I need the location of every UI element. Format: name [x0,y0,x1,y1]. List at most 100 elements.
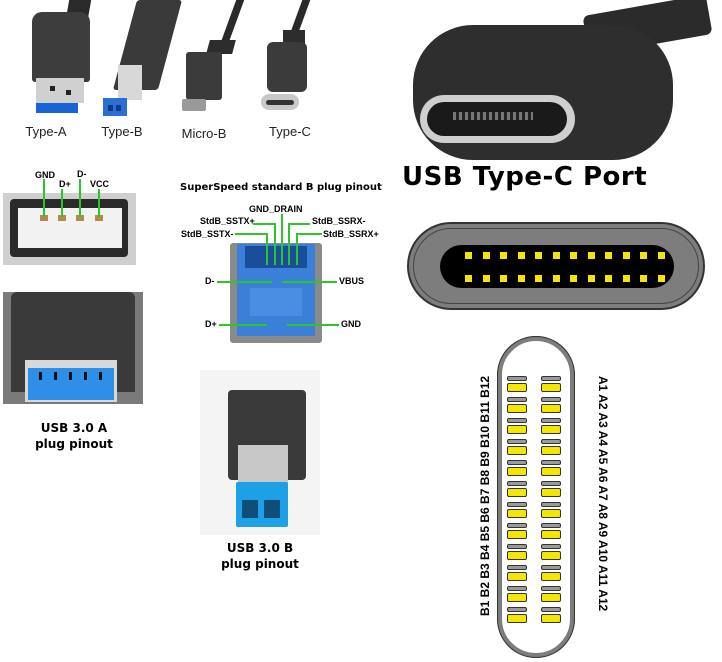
type-c-pin [507,383,527,392]
type-c-pin [507,614,527,623]
type-c-pin-gap [507,586,527,591]
pin-label-gnd-drain: GND_DRAIN [249,204,303,214]
type-c-pin [541,404,561,413]
type-c-pin [622,252,630,259]
pin-label-gnd-b: GND [341,319,361,329]
type-c-pin [640,275,647,282]
type-c-pin [541,467,561,476]
type-c-pin [605,275,612,282]
type-c-pin [541,551,561,560]
type-c-pin [622,275,630,282]
type-b-label: Type-B [101,124,143,139]
type-c-pin [541,488,561,497]
type-c-pin [465,252,472,259]
type-c-pin [657,252,665,259]
type-c-pin-gap [507,502,527,507]
type-c-vertical-pins [505,376,569,626]
usb30-a-caption-line2: plug pinout [35,437,113,451]
type-c-pin-gap [507,607,527,612]
type-c-pin-gap [507,418,527,423]
type-c-pin [587,252,595,259]
type-a-connector [22,0,102,125]
type-c-pin [500,275,507,282]
type-c-label: Type-C [269,124,311,139]
type-c-pin [507,572,527,581]
type-c-pin [507,509,527,518]
type-c-pin [541,572,561,581]
type-c-receptacle-front [407,222,707,312]
type-c-pin [570,275,577,282]
type-c-pin [541,614,561,623]
type-c-pin-gap [541,397,561,402]
type-c-pin [541,383,561,392]
type-c-pin [535,275,542,282]
pin-label-dplus: D+ [59,179,71,189]
type-c-pin [535,252,542,259]
pin-label-ssrx-plus: StdB_SSRX+ [323,229,379,239]
type-c-pin [507,425,527,434]
type-c-pin-gap [507,544,527,549]
type-c-pin-gap [541,376,561,381]
type-c-pin [541,425,561,434]
type-c-pin [541,530,561,539]
pin-label-gnd: GND [35,170,55,180]
usb30-b-caption-line2: plug pinout [221,557,299,571]
type-b-connector [100,0,183,125]
type-c-pin-gap [507,376,527,381]
type-a-label: Type-A [25,124,67,139]
type-c-pin [482,252,490,259]
type-c-front-pins [465,252,665,282]
type-c-pin-gap [541,439,561,444]
type-c-pin-gap [541,586,561,591]
pin-label-dminus: D- [77,169,87,179]
type-c-pin [541,509,561,518]
superspeed-b-title: SuperSpeed standard B plug pinout [180,182,382,193]
usb30-a-plug-photo [3,292,143,404]
pin-label-d-minus: D- [205,276,215,286]
type-c-pin-gap [507,523,527,528]
pin-label-vcc: VCC [90,179,110,189]
micro-b-label: Micro-B [181,126,227,141]
micro-b-connector [180,0,260,125]
type-c-b-row-label: B1 B2 B3 B4 B5 B6 B7 B8 B9 B10 B11 B12 [478,375,492,616]
type-c-pin [541,593,561,602]
usb30-a-caption: USB 3.0 A plug pinout [14,420,134,452]
type-c-pin [507,446,527,455]
superspeed-b-diagram: SuperSpeed standard B plug pinout GND_DR… [175,178,385,348]
type-c-pin-gap [541,481,561,486]
type-c-pin-gap [507,481,527,486]
type-c-pin-gap [507,565,527,570]
type-c-a-row-label: A1 A2 A3 A4 A5 A6 A7 A8 A9 A10 A11 A12 [596,376,610,612]
type-c-pin [507,551,527,560]
type-c-pin-gap [541,607,561,612]
type-c-pin-gap [541,460,561,465]
type-c-pin [465,275,472,282]
type-c-pin [541,446,561,455]
type-c-title: USB Type-C Port [402,162,648,192]
pin-label-sstx-minus: StdB_SSTX- [181,229,234,239]
type-c-pin-gap [507,439,527,444]
type-c-pin [552,275,560,282]
type-c-small-connector [255,0,335,125]
pin-label-ssrx-minus: StdB_SSRX- [312,216,366,226]
type-c-pin [517,252,525,259]
type-c-pin [657,275,665,282]
usb-a-receptacle-diagram: GND D+ D- VCC [0,165,140,270]
type-c-pin [640,252,647,259]
type-c-pin-gap [541,523,561,528]
usb30-b-caption-line1: USB 3.0 B [226,541,294,555]
usb30-b-caption: USB 3.0 B plug pinout [200,540,320,572]
type-c-pin-gap [541,565,561,570]
usb30-a-caption-line1: USB 3.0 A [40,421,108,435]
type-c-pin-gap [507,460,527,465]
type-c-pin [587,275,595,282]
type-c-pin [552,252,560,259]
type-c-pin-gap [507,397,527,402]
usb30-b-plug-photo [200,370,320,535]
type-c-pin [507,404,527,413]
type-c-pin-gap [541,502,561,507]
type-c-pin-gap [541,544,561,549]
type-c-pin [507,593,527,602]
type-c-pin [482,275,490,282]
type-c-pin [605,252,612,259]
